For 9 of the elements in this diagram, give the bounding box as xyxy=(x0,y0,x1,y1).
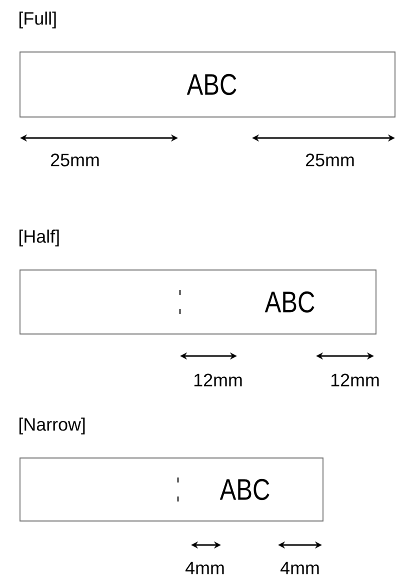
dimension-label: 12mm xyxy=(194,374,242,386)
label-box: ABC xyxy=(20,270,376,334)
dimension-label: 25mm xyxy=(51,154,99,166)
label-box: ABC xyxy=(20,52,396,118)
dimension-label: 4mm xyxy=(185,562,224,574)
dimension-label: 12mm xyxy=(331,374,379,386)
label-box: ABC xyxy=(20,458,324,522)
dimension-label: 25mm xyxy=(306,154,354,166)
dimension-label: 4mm xyxy=(280,562,319,574)
